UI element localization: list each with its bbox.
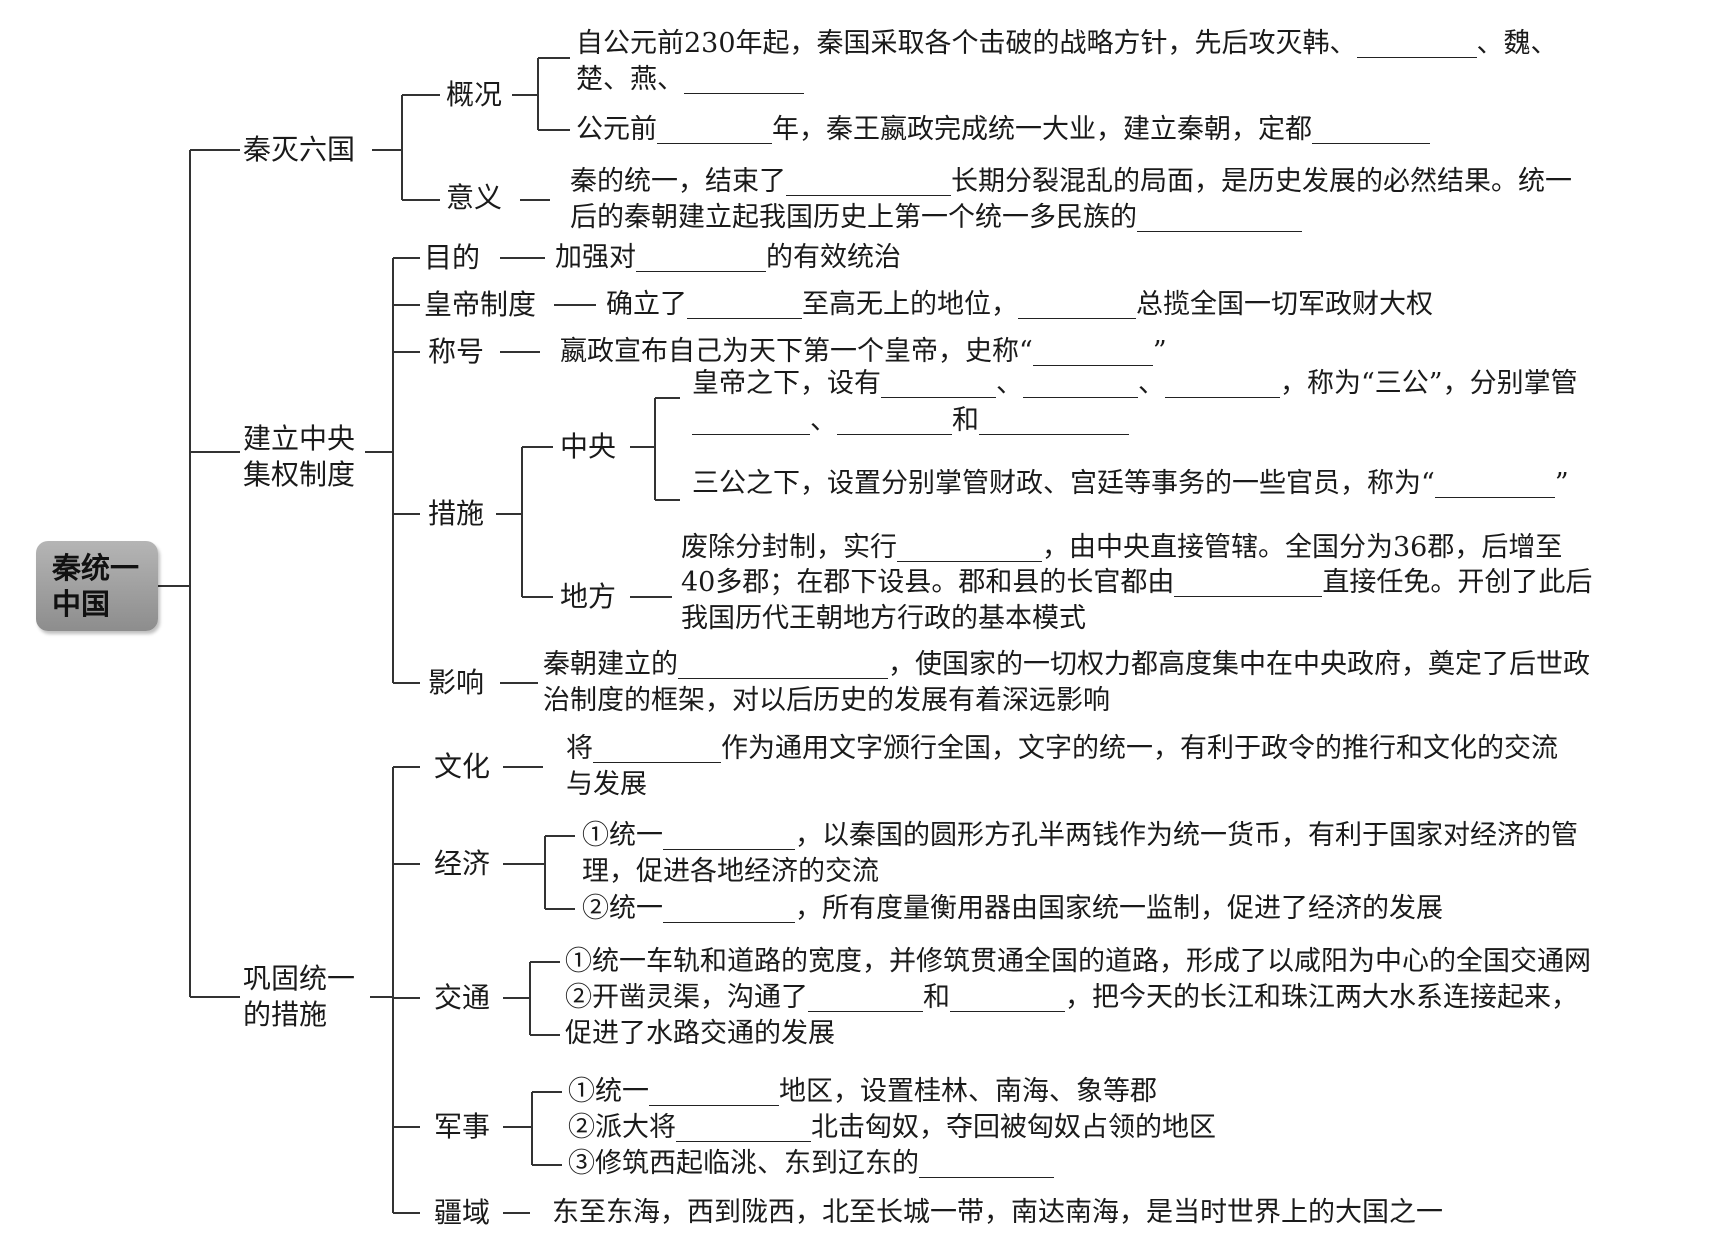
wenhua-line-2: 与发展 — [566, 769, 647, 800]
jingji-line-3: ②统一，所有度量衡用器由国家统一监制，促进了经济的发展 — [582, 893, 1443, 924]
blank — [636, 243, 766, 272]
blank — [950, 983, 1065, 1012]
blank — [881, 369, 996, 398]
blank — [663, 894, 795, 923]
mudi-label: 目的 — [424, 241, 481, 274]
blank — [1165, 369, 1280, 398]
blank — [897, 533, 1042, 562]
jiaotong-label: 交通 — [434, 981, 491, 1014]
jingji-line-1: ①统一，以秦国的圆形方孔半两钱作为统一货币，有利于国家对经济的管 — [582, 820, 1578, 851]
blank — [676, 1113, 811, 1142]
junshi-label: 军事 — [434, 1110, 491, 1143]
branch-mie-label: 秦灭六国 — [243, 133, 356, 166]
blank — [1312, 115, 1430, 144]
root-label: 秦统一中国 — [52, 551, 140, 621]
gaikuang-line-2: 楚、燕、 — [576, 62, 804, 98]
zhongyang-label: 中央 — [560, 430, 617, 463]
jiaotong-line-2: ②开凿灵渠，沟通了和，把今天的长江和珠江两大水系连接起来， — [565, 982, 1578, 1013]
gaikuang-label: 概况 — [446, 78, 503, 111]
yingxiang-line-1: 秦朝建立的，使国家的一切权力都高度集中在中央政府，奠定了后世政 — [543, 649, 1590, 680]
huangdi-text: 确立了至高无上的地位，总揽全国一切军政财大权 — [606, 289, 1433, 320]
blank — [1174, 568, 1323, 597]
blank — [684, 65, 804, 94]
yiyi-line-1: 秦的统一，结束了长期分裂混乱的局面，是历史发展的必然结果。统一 — [570, 166, 1572, 197]
blank — [1023, 369, 1138, 398]
blank — [657, 115, 772, 144]
cuoshi-label: 措施 — [428, 497, 485, 530]
wenhua-line-1: 将作为通用文字颁行全国，文字的统一，有利于政令的推行和文化的交流 — [566, 733, 1558, 764]
gaikuang-line-1: 自公元前230年起，秦国采取各个击破的战略方针，先后攻灭韩、、魏、 — [576, 28, 1558, 59]
blank — [678, 650, 888, 679]
zhongyang-line-1: 皇帝之下，设有、、，称为“三公”，分别掌管 — [692, 368, 1578, 399]
jiaotong-line-3: 促进了水路交通的发展 — [565, 1018, 835, 1049]
zhongyang-line-2: 、和 — [692, 403, 1129, 439]
branch-gonggu-label-1: 巩固统一 — [243, 962, 356, 995]
blank — [1137, 203, 1302, 232]
jiangyu-text: 东至东海，西到陇西，北至长城一带，南达南海，是当时世界上的大国之一 — [552, 1197, 1443, 1228]
yingxiang-label: 影响 — [428, 666, 485, 699]
blank — [808, 983, 923, 1012]
blank — [979, 406, 1129, 435]
jingji-line-2: 理，促进各地经济的交流 — [582, 856, 879, 887]
branch-jianli-label-1: 建立中央 — [243, 422, 356, 455]
branch-gonggu-label-2: 的措施 — [243, 998, 328, 1031]
blank — [837, 406, 952, 435]
blank — [663, 821, 795, 850]
chenghao-text: 嬴政宣布自己为天下第一个皇帝，史称“” — [560, 336, 1167, 367]
jingji-label: 经济 — [434, 847, 491, 880]
blank — [1032, 337, 1153, 366]
mudi-text: 加强对的有效统治 — [555, 242, 901, 273]
junshi-line-2: ②派大将北击匈奴，夺回被匈奴占领的地区 — [568, 1112, 1216, 1143]
junshi-line-3: ③修筑西起临洮、东到辽东的 — [568, 1146, 1054, 1182]
blank — [649, 1077, 779, 1106]
blank — [1434, 469, 1555, 498]
yingxiang-line-2: 治制度的框架，对以后历史的发展有着深远影响 — [543, 685, 1110, 716]
jiangyu-label: 疆域 — [434, 1196, 491, 1229]
chenghao-label: 称号 — [428, 335, 485, 368]
huangdi-label: 皇帝制度 — [424, 288, 537, 321]
zhongyang-line-3: 三公之下，设置分别掌管财政、宫廷等事务的一些官员，称为“” — [692, 468, 1569, 499]
yiyi-label: 意义 — [446, 181, 503, 214]
yiyi-line-2: 后的秦朝建立起我国历史上第一个统一多民族的 — [570, 200, 1302, 236]
difang-line-3: 我国历代王朝地方行政的基本模式 — [681, 603, 1086, 634]
difang-label: 地方 — [560, 580, 617, 613]
blank — [593, 734, 721, 763]
blank — [687, 290, 802, 319]
wenhua-label: 文化 — [434, 750, 491, 783]
blank — [1356, 29, 1477, 58]
blank — [919, 1149, 1054, 1178]
root-node: 秦统一中国 — [36, 541, 158, 631]
difang-line-1: 废除分封制，实行，由中央直接管辖。全国分为36郡，后增至 — [681, 532, 1563, 563]
blank — [1018, 290, 1136, 319]
junshi-line-1: ①统一地区，设置桂林、南海、象等郡 — [568, 1076, 1157, 1107]
blank — [786, 167, 951, 196]
blank — [692, 406, 810, 435]
difang-line-2: 40多郡；在郡下设县。郡和县的长官都由直接任免。开创了此后 — [681, 567, 1593, 598]
jiaotong-line-1: ①统一车轨和道路的宽度，并修筑贯通全国的道路，形成了以咸阳为中心的全国交通网 — [565, 946, 1591, 977]
branch-jianli-label-2: 集权制度 — [243, 458, 356, 491]
gaikuang-line-3: 公元前年，秦王嬴政完成统一大业，建立秦朝，定都 — [576, 112, 1430, 148]
